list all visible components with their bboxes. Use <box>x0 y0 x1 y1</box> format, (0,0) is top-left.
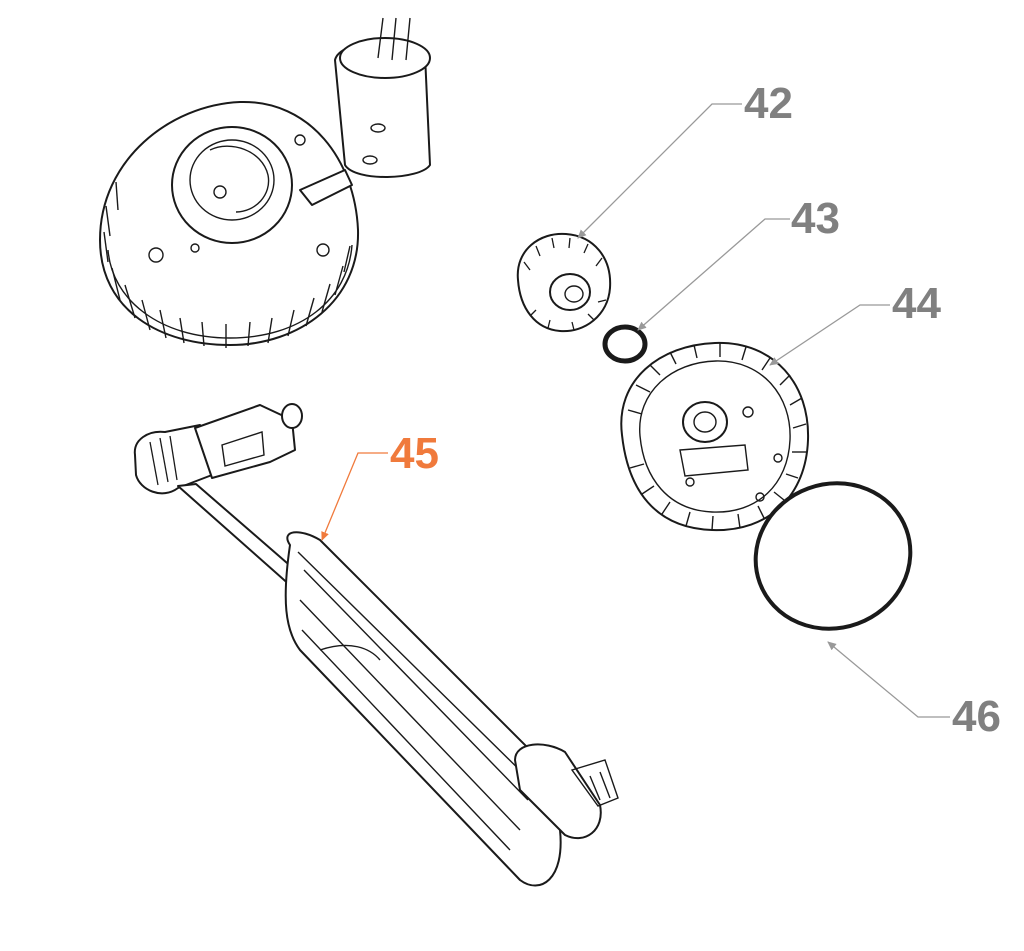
cap-ridges <box>103 181 351 348</box>
callout-43: 43 <box>791 194 840 243</box>
callout-44: 44 <box>892 279 941 328</box>
leader-44 <box>769 304 890 366</box>
part-43-small-o-ring <box>602 324 648 364</box>
callout-45: 45 <box>390 429 439 478</box>
leader-43 <box>637 218 790 331</box>
leader-45 <box>321 452 388 541</box>
callout-labels: 42 43 44 45 46 <box>390 79 1001 741</box>
part-46-large-o-ring <box>753 481 913 631</box>
part-45-heating-element <box>133 403 619 887</box>
leader-42 <box>577 103 742 239</box>
knurled-cap-assembly <box>99 17 431 348</box>
leader-46 <box>827 641 950 718</box>
part-44-housing <box>620 341 810 532</box>
part-42-knob <box>516 232 612 333</box>
callout-42: 42 <box>744 79 793 128</box>
callout-46: 46 <box>952 692 1001 741</box>
leader-lines <box>321 103 950 718</box>
